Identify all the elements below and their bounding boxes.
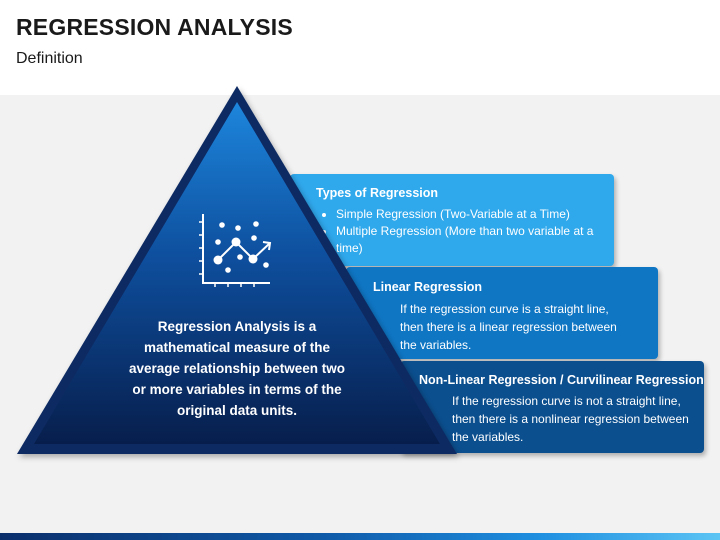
linear-regression-description: If the regression curve is a straight li… (400, 302, 617, 352)
page-title: REGRESSION ANALYSIS (16, 14, 293, 40)
page-subtitle: Definition (16, 50, 83, 67)
non-linear-regression-box: Non-Linear Regression / Curvilinear Regr… (400, 361, 704, 453)
linear-regression-title: Linear Regression (373, 280, 483, 294)
types-of-regression-title: Types of Regression (316, 186, 439, 200)
list-item: Multiple Regression (More than two varia… (336, 223, 606, 257)
pyramid-definition-text: Regression Analysis is a mathematical me… (128, 319, 346, 418)
non-linear-regression-description: If the regression curve is not a straigh… (452, 394, 689, 444)
types-of-regression-box: Types of Regression Simple Regression (T… (290, 174, 614, 266)
pyramid-inner (34, 102, 440, 444)
types-of-regression-list: Simple Regression (Two-Variable at a Tim… (322, 206, 606, 257)
list-item: Simple Regression (Two-Variable at a Tim… (336, 206, 606, 223)
bottom-accent-bar (0, 533, 720, 540)
non-linear-regression-title: Non-Linear Regression / Curvilinear Regr… (419, 373, 704, 387)
scatter-plot-icon (199, 214, 272, 287)
linear-regression-box: Linear Regression If the regression curv… (346, 267, 658, 359)
